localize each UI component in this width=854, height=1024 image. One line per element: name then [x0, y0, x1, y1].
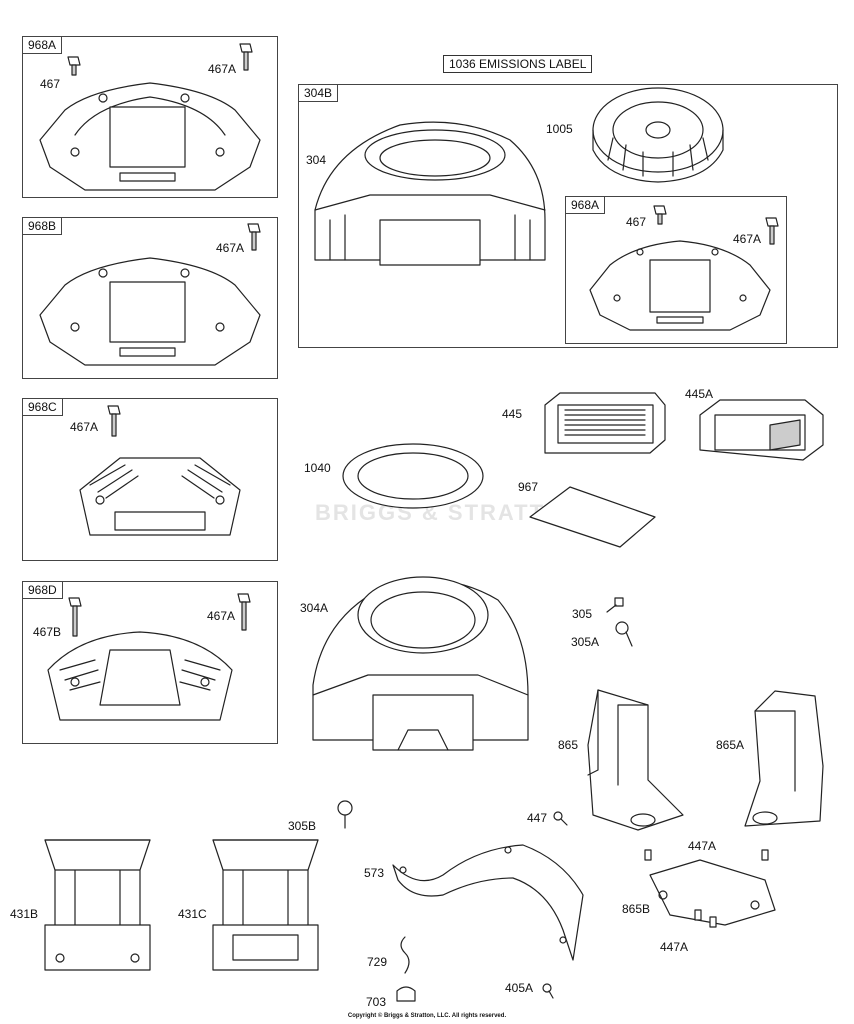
label-467B: 467B: [33, 625, 62, 639]
label-467A-d: 467A: [207, 609, 236, 623]
kit-tag-968B: 968B: [22, 217, 63, 235]
screw-305B: [337, 800, 353, 829]
label-467A-b: 467A: [216, 241, 245, 255]
clamp-703: [396, 986, 416, 1002]
engine-cover-968D: [47, 631, 233, 721]
pre-cleaner-967: [529, 486, 656, 548]
label-305: 305: [572, 607, 593, 621]
spring-729: [400, 936, 410, 974]
housing-431C: [212, 839, 319, 971]
label-467-e: 467: [626, 215, 647, 229]
bracket-573: [392, 844, 584, 961]
air-filter-445A: [699, 399, 824, 461]
kit-tag-968D: 968D: [22, 581, 63, 599]
kit-box-968C: 968C: [22, 398, 278, 561]
kit-box-968A-inner: 968A: [565, 196, 787, 344]
screw-447: [553, 811, 568, 826]
kit-tag-304B: 304B: [298, 84, 339, 102]
label-447: 447: [527, 811, 548, 825]
knob-467A-d: [237, 593, 251, 631]
label-1040: 1040: [304, 461, 331, 475]
label-304A: 304A: [300, 601, 329, 615]
label-729: 729: [367, 955, 388, 969]
label-865: 865: [558, 738, 579, 752]
knob-467A-c: [107, 405, 121, 437]
flywheel-fan-1005: [592, 87, 724, 183]
shield-865B: [649, 859, 776, 926]
label-865A: 865A: [716, 738, 745, 752]
copyright-notice: Copyright © Briggs & Stratton, LLC. All …: [347, 1013, 507, 1019]
kit-box-304B: 304B: [298, 84, 838, 348]
air-filter-445: [544, 392, 666, 454]
label-467-a: 467: [40, 77, 61, 91]
label-305A: 305A: [571, 635, 600, 649]
knob-467-a: [67, 56, 81, 76]
knob-467A-b: [247, 223, 261, 251]
label-467A-c: 467A: [70, 420, 99, 434]
label-447A-top: 447A: [688, 839, 717, 853]
engine-cover-968C: [79, 457, 241, 536]
screw-305A: [615, 621, 633, 647]
screws-447A-top: [644, 849, 769, 861]
screw-405A: [542, 983, 554, 999]
kit-tag-968C: 968C: [22, 398, 63, 416]
label-405A: 405A: [505, 981, 534, 995]
kit-tag-968A-inner: 968A: [565, 196, 606, 214]
engine-cover-968B: [39, 257, 261, 366]
shield-865: [587, 689, 684, 831]
base-1040: [342, 443, 484, 509]
emissions-label: 1036 EMISSIONS LABEL: [443, 55, 593, 73]
knob-467A-a: [239, 43, 253, 71]
kit-box-968B: 968B: [22, 217, 278, 379]
knob-467B: [68, 597, 82, 637]
kit-box-968D: 968D: [22, 581, 278, 744]
label-467A-e: 467A: [733, 232, 762, 246]
knob-467A-e: [765, 217, 779, 245]
label-445: 445: [502, 407, 523, 421]
screw-305: [606, 597, 624, 613]
housing-431B: [44, 839, 151, 971]
blower-housing-304A: [312, 576, 529, 751]
knob-467-e: [653, 205, 667, 225]
label-865B: 865B: [622, 902, 651, 916]
label-573: 573: [364, 866, 385, 880]
kit-box-968A: 968A: [22, 36, 278, 198]
engine-cover-968A-inner: [589, 240, 771, 331]
shield-865A: [744, 690, 824, 827]
label-967: 967: [518, 480, 539, 494]
label-431B: 431B: [10, 907, 39, 921]
screws-447A-bottom: [694, 909, 717, 928]
engine-cover-968A: [39, 82, 261, 191]
label-467A-a: 467A: [208, 62, 237, 76]
kit-tag-968A: 968A: [22, 36, 63, 54]
blower-housing-304: [314, 121, 546, 266]
label-1005: 1005: [546, 122, 573, 136]
label-703: 703: [366, 995, 387, 1009]
label-445A: 445A: [685, 387, 714, 401]
label-431C: 431C: [178, 907, 207, 921]
label-305B: 305B: [288, 819, 317, 833]
label-304: 304: [306, 153, 327, 167]
label-447A-bottom: 447A: [660, 940, 689, 954]
